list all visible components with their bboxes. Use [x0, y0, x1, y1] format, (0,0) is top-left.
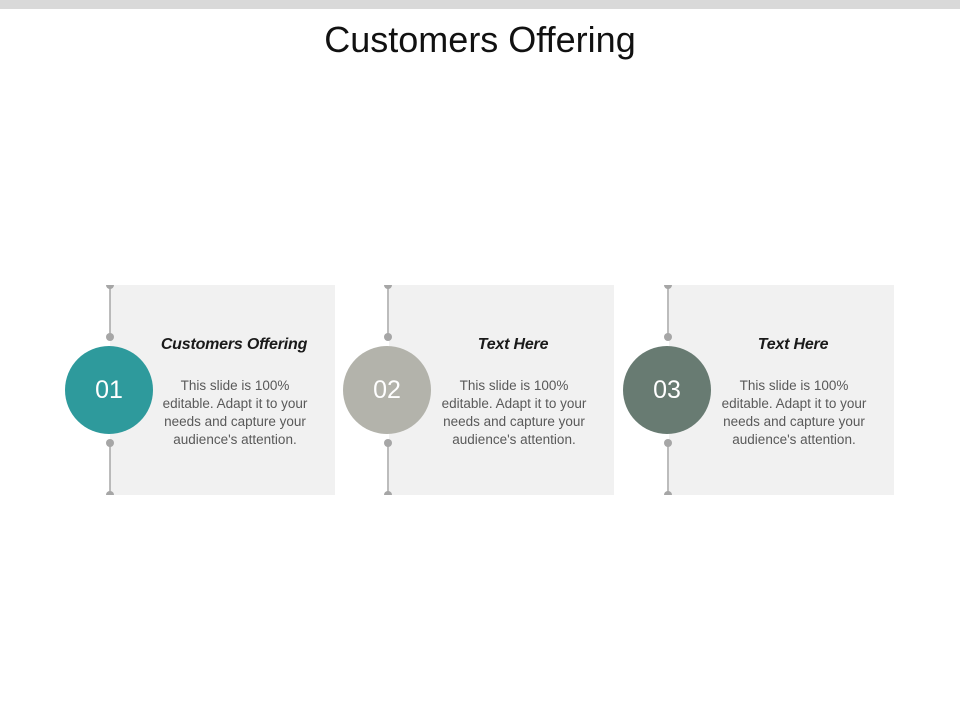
item-description: This slide is 100% editable. Adapt it to… — [441, 378, 587, 447]
slide-title: Customers Offering — [324, 19, 636, 60]
item-card: Text Here This slide is 100% editable. A… — [669, 285, 894, 495]
item-description: This slide is 100% editable. Adapt it to… — [162, 378, 308, 447]
item-heading: Text Here — [477, 336, 549, 353]
connector-line — [106, 285, 114, 495]
item-number-badge: 02 — [343, 346, 431, 434]
item-heading: Text Here — [757, 336, 829, 353]
item-number-badge: 01 — [65, 346, 153, 434]
item-heading: Customers Offering — [160, 336, 308, 353]
top-bar — [0, 0, 960, 9]
connector-line — [664, 285, 672, 495]
item-number-badge: 03 — [623, 346, 711, 434]
item-description: This slide is 100% editable. Adapt it to… — [721, 378, 867, 447]
connector-line — [384, 285, 392, 495]
